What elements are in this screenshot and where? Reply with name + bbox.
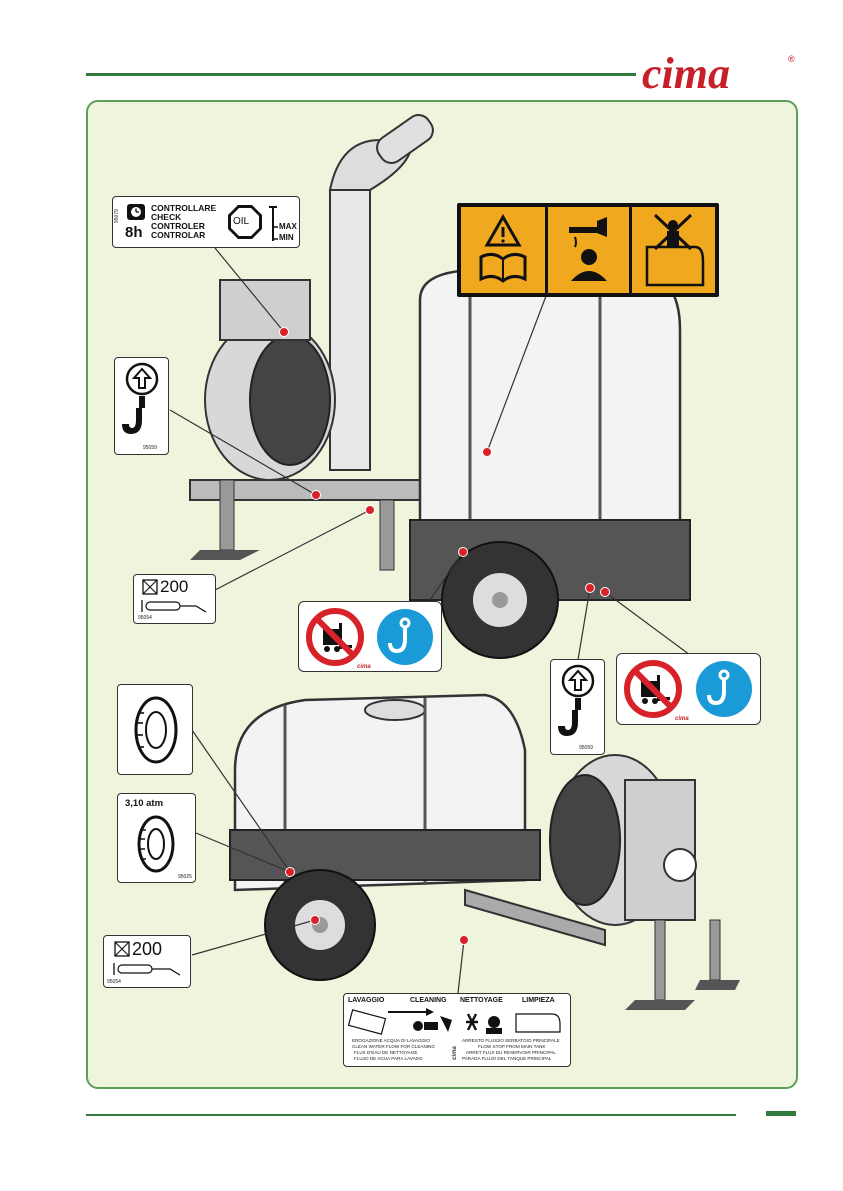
syringe-icon [113,963,181,976]
warning-read-manual-icon [479,213,527,283]
oil-octagon-icon [228,205,262,239]
stop-flow-icon [466,1013,478,1031]
no-forklift-icon [624,660,682,718]
cleaning-right-2: FLOW STOP FROM MAIN TANK [478,1044,546,1049]
cleaning-left-1: EROGAZIONE ACQUA DI LAVAGGIO [352,1038,430,1043]
decal-no-forklift-upper: cima [298,601,442,672]
valve-open-icon [413,1021,438,1031]
syringe-icon [141,600,207,613]
cleaning-mini-logo: cima [451,1046,458,1060]
hotspot-oil-check [279,327,289,337]
cleaning-right-1: ARRESTO FLUSSO SERBATOIO PRINCIPALE [462,1038,560,1043]
cleaning-left-3: FLUX D'EAU DE NETTOYAGE [354,1050,418,1055]
no-forklift-upper-logo: cima [357,664,371,670]
header-rule [86,73,636,76]
oil-check-line-2: CHECK [151,212,182,222]
pressure-200-upper-value: 200 [160,577,189,596]
pressure-200-lower-code: 95054 [107,979,121,985]
cleaning-header-en: CLEANING [410,997,447,1004]
cleaning-right-3: ARRET FLUX DU RESERVOIR PRINCIPAL [466,1050,556,1055]
hotspot-cleaning [459,935,469,945]
pressure-gauge-icon [114,941,130,957]
pressure-200-upper-code: 95054 [138,615,152,621]
footer-rule [86,1114,736,1116]
cleaning-icons [348,1008,561,1035]
oil-check-interval: 8h [125,224,143,241]
valve-closed-icon [486,1016,502,1034]
pressure-gauge-icon [142,579,158,595]
arrow-right-icon [388,1008,434,1016]
logo-reg-mark: ® [788,54,795,64]
hotspot-tyre [285,867,295,877]
decal-lifting-hook-rear: 95059 [550,659,605,755]
cleaning-header-fr: NETTOYAGE [460,997,503,1004]
no-forklift-rear-logo: cima [675,716,689,722]
logo-text: cima [642,49,730,98]
footer-page-tab [766,1111,796,1116]
decal-pressure-200-lower: 200 95054 [103,935,191,988]
hotspot-lifting-hook-rear [585,583,595,593]
decal-tyre-pressure: 3,10 atm 95025 [117,793,196,883]
clock-icon [127,204,145,220]
cima-logo: cima ® [640,48,800,98]
sling-point-icon [377,609,433,665]
machine-upper-illustration [189,114,691,659]
dipstick-icon [269,206,278,241]
hotspot-no-forklift-rear [600,587,610,597]
lifting-hook-icon [122,362,159,434]
no-forklift-icon [306,608,364,666]
decal-oil-check: 95079 8h CONTROLLARE CHECK CONTROLER CON… [112,196,300,248]
hotspot-lifting-hook-front [311,490,321,500]
decal-no-forklift-rear: cima [616,653,761,725]
oil-min-label: MIN [279,233,294,242]
machine-lower-illustration [229,693,740,1010]
lifting-hook-icon [558,664,595,736]
water-tank-icon [348,1009,387,1035]
cleaning-header-es: LIMPIEZA [522,997,555,1004]
oil-label: OIL [233,216,250,227]
tyre-pressure-code: 95025 [178,874,192,880]
cleaning-right-4: PARADA FLUJO DEL TANQUE PRINCIPAL [462,1056,552,1061]
lifting-hook-rear-code: 95059 [579,745,593,751]
oil-check-line-3: CONTROLER [151,221,205,231]
hotspot-no-forklift-upper [458,547,468,557]
cleaning-left-4: FLUJO DE AGUA PARA LAVADO [354,1056,423,1061]
decal-tyre [117,684,193,775]
lifting-hook-upper-code: 95059 [143,445,157,451]
no-tank-climbing-icon [645,213,705,287]
oil-check-line-4: CONTROLAR [151,230,206,240]
hotspot-pressure-200-upper [365,505,375,515]
nozzle-icon [440,1016,452,1032]
oil-check-line-1: CONTROLLARE [151,203,217,213]
oil-max-label: MAX [279,222,297,231]
cleaning-left-2: CLEAN WATER FLOW FOR CLEANING [352,1044,435,1049]
main-tank-icon [515,1013,561,1033]
pressure-200-lower-value: 200 [132,939,163,959]
decal-warning-strip [457,203,719,297]
chemical-hazard-icon [569,217,607,281]
tyre-pressure-value: 3,10 atm [125,798,164,809]
oil-check-code: 95079 [114,209,120,223]
decal-lifting-hook-upper: 95059 [114,357,169,455]
decal-cleaning: LAVAGGIO CLEANING NETTOYAGE LIMPIEZA cim… [343,993,571,1067]
sling-point-icon [696,661,752,717]
hotspot-pressure-200-lower [310,915,320,925]
tyre-icon [134,696,178,764]
hotspot-warning-strip [482,447,492,457]
decal-pressure-200-upper: 200 95054 [133,574,216,624]
cleaning-header-it: LAVAGGIO [348,997,385,1004]
tyre-icon [137,815,175,873]
